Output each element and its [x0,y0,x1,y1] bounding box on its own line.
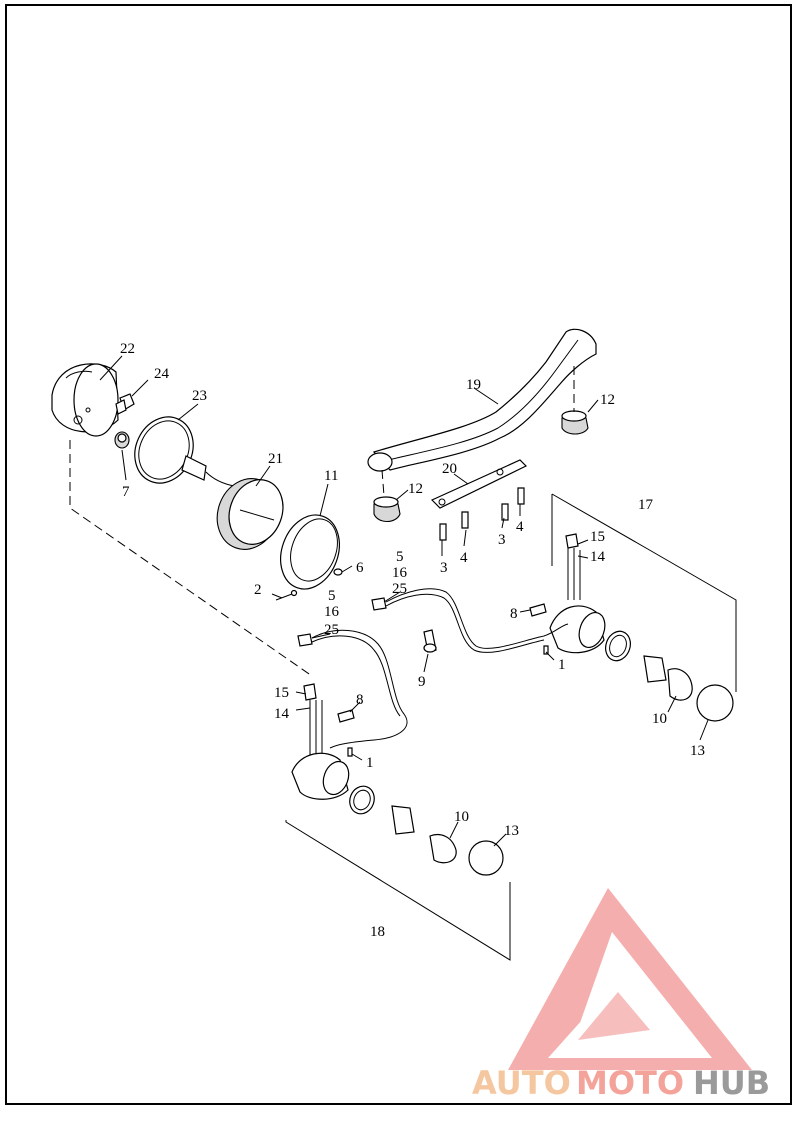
watermark-text: AUTO MOTO HUB [472,1064,770,1102]
right-turn-signal [549,533,734,722]
callout-14-left: 14 [274,706,290,722]
callout-24: 24 [154,366,170,382]
watermark-hub: HUB [693,1064,770,1102]
callout-6: 6 [356,560,364,576]
callout-21: 21 [268,451,283,467]
callout-5-left: 5 [328,588,336,604]
wire-clip-right [529,603,547,617]
callout-18: 18 [370,924,385,940]
screw-left [347,747,353,757]
callout-25-left: 25 [324,622,339,638]
nut-part-lower [373,496,401,523]
watermark-logo [508,888,752,1070]
callout-5-right: 5 [396,549,404,565]
callout-8-right: 8 [510,606,518,622]
callout-15-right: 15 [590,529,605,545]
group-bracket-18 [285,820,511,961]
clip-part [333,568,343,576]
watermark-moto: MOTO [576,1064,684,1102]
callout-14-right: 14 [590,549,606,565]
callout-4-left: 4 [460,550,468,566]
callout-16-left: 16 [324,604,340,620]
callout-2: 2 [254,582,262,598]
callout-3-left: 3 [440,560,448,576]
callout-11: 11 [324,468,338,484]
callout-15-left: 15 [274,685,289,701]
harness-left [297,629,408,749]
callout-10-left: 10 [454,809,469,825]
plate-screws [439,487,525,541]
callout-17: 17 [638,497,654,513]
left-turn-signal [291,683,504,876]
mounting-plate [430,459,528,509]
callout-4-right: 4 [516,519,524,535]
callout-9: 9 [418,674,426,690]
callout-19: 19 [466,377,481,393]
harness-right [371,588,569,653]
trim-ring [280,514,340,590]
callout-13-left: 13 [504,823,519,839]
callout-22: 22 [120,341,135,357]
callout-23: 23 [192,388,207,404]
callout-10-right: 10 [652,711,667,727]
callout-7: 7 [122,484,130,500]
alignment-lines [69,366,575,677]
nut-part-upper [561,410,589,435]
headlamp-unit [181,455,284,550]
mounting-bracket [367,328,597,472]
callout-1-right: 1 [558,657,566,673]
callout-1-left: 1 [366,755,374,771]
callout-8-left: 8 [356,692,364,708]
callout-12-upper: 12 [600,392,615,408]
callout-25-right: 25 [392,581,407,597]
callout-numbers: 22 24 23 7 21 11 19 12 12 20 3 4 3 4 17 … [120,341,705,940]
leader-lines [99,355,709,847]
callout-12-lower: 12 [408,481,423,497]
gasket-ring [134,416,194,484]
screw-part [275,589,298,601]
connector-part [115,393,135,415]
bolt-part [423,629,437,653]
headlamp-housing [51,363,119,437]
grommet-part [114,431,130,449]
group-bracket-17 [551,493,737,692]
callout-3-right: 3 [498,532,506,548]
watermark-auto: AUTO [472,1064,571,1102]
callout-13-right: 13 [690,743,705,759]
callout-20: 20 [442,461,457,477]
wire-clip-left [337,709,355,723]
callout-16-right: 16 [392,565,408,581]
